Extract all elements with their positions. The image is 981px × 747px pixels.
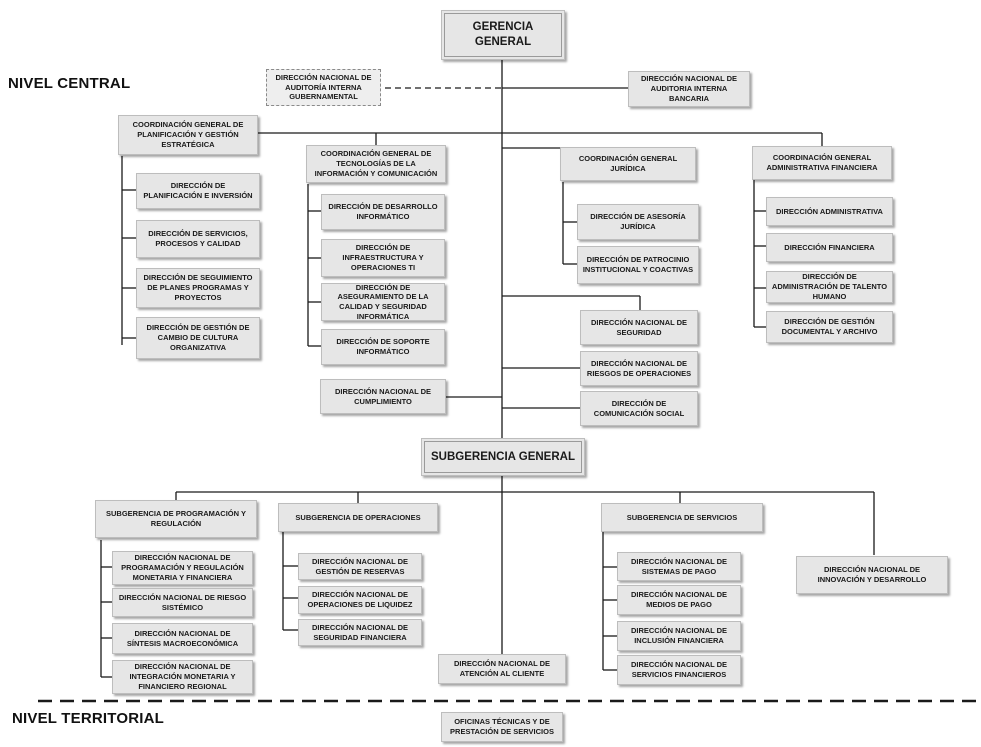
gerencia-general-box: GERENCIA GENERAL [441, 10, 565, 60]
subgerencia-servicios-box: SUBGERENCIA DE SERVICIOS [601, 503, 763, 532]
seguridad-box: DIRECCIÓN NACIONAL DE SEGURIDAD [580, 310, 698, 345]
servicios-item-box: DIRECCIÓN NACIONAL DE MEDIOS DE PAGO [617, 585, 741, 615]
planificacion-item-box: DIRECCIÓN DE GESTIÓN DE CAMBIO DE CULTUR… [136, 317, 260, 359]
oficinas-tecnicas-box: OFICINAS TÉCNICAS Y DE PRESTACIÓN DE SER… [441, 712, 563, 742]
innovacion-box: DIRECCIÓN NACIONAL DE INNOVACIÓN Y DESAR… [796, 556, 948, 594]
auditoria-bancaria-box: DIRECCIÓN NACIONAL DE AUDITORIA INTERNA … [628, 71, 750, 107]
programacion-item-box: DIRECCIÓN NACIONAL DE SÍNTESIS MACROECON… [112, 623, 253, 654]
coordinacion-tecnologias-box: COORDINACIÓN GENERAL DE TECNOLOGÍAS DE L… [306, 145, 446, 183]
tecnologias-item-box: DIRECCIÓN DE DESARROLLO INFORMÁTICO [321, 194, 445, 230]
servicios-item-box: DIRECCIÓN NACIONAL DE SERVICIOS FINANCIE… [617, 655, 741, 685]
planificacion-item-box: DIRECCIÓN DE PLANIFICACIÓN E INVERSIÓN [136, 173, 260, 209]
operaciones-item-box: DIRECCIÓN NACIONAL DE OPERACIONES DE LIQ… [298, 586, 422, 614]
planificacion-item-box: DIRECCIÓN DE SEGUIMIENTO DE PLANES PROGR… [136, 268, 260, 308]
administrativa-item-box: DIRECCIÓN FINANCIERA [766, 233, 893, 262]
administrativa-item-box: DIRECCIÓN DE GESTIÓN DOCUMENTAL Y ARCHIV… [766, 311, 893, 343]
level-label-central: NIVEL CENTRAL [8, 75, 131, 92]
level-label-territorial: NIVEL TERRITORIAL [12, 710, 165, 727]
tecnologias-item-box: DIRECCIÓN DE ASEGURAMIENTO DE LA CALIDAD… [321, 283, 445, 321]
juridica-item-box: DIRECCIÓN DE ASESORÍA JURÍDICA [577, 204, 699, 240]
coordinacion-administrativa-box: COORDINACIÓN GENERAL ADMINISTRATIVA FINA… [752, 146, 892, 180]
programacion-item-box: DIRECCIÓN NACIONAL DE PROGRAMACIÓN Y REG… [112, 551, 253, 585]
tecnologias-item-box: DIRECCIÓN DE SOPORTE INFORMÁTICO [321, 329, 445, 365]
planificacion-item-box: DIRECCIÓN DE SERVICIOS, PROCESOS Y CALID… [136, 220, 260, 258]
juridica-item-box: DIRECCIÓN DE PATROCINIO INSTITUCIONAL Y … [577, 246, 699, 284]
riesgos-operaciones-box: DIRECCIÓN NACIONAL DE RIESGOS DE OPERACI… [580, 351, 698, 386]
servicios-item-box: DIRECCIÓN NACIONAL DE SISTEMAS DE PAGO [617, 552, 741, 581]
cumplimiento-box: DIRECCIÓN NACIONAL DE CUMPLIMIENTO [320, 379, 446, 414]
comunicacion-social-box: DIRECCIÓN DE COMUNICACIÓN SOCIAL [580, 391, 698, 426]
operaciones-item-box: DIRECCIÓN NACIONAL DE SEGURIDAD FINANCIE… [298, 619, 422, 646]
programacion-item-box: DIRECCIÓN NACIONAL DE RIESGO SISTÉMICO [112, 588, 253, 617]
servicios-item-box: DIRECCIÓN NACIONAL DE INCLUSIÓN FINANCIE… [617, 621, 741, 651]
subgerencia-operaciones-box: SUBGERENCIA DE OPERACIONES [278, 503, 438, 532]
atencion-cliente-box: DIRECCIÓN NACIONAL DE ATENCIÓN AL CLIENT… [438, 654, 566, 684]
programacion-item-box: DIRECCIÓN NACIONAL DE INTEGRACIÓN MONETA… [112, 660, 253, 694]
administrativa-item-box: DIRECCIÓN DE ADMINISTRACIÓN DE TALENTO H… [766, 271, 893, 303]
administrativa-item-box: DIRECCIÓN ADMINISTRATIVA [766, 197, 893, 226]
subgerencia-programacion-box: SUBGERENCIA DE PROGRAMACIÓN Y REGULACIÓN [95, 500, 257, 538]
coordinacion-juridica-box: COORDINACIÓN GENERAL JURÍDICA [560, 147, 696, 181]
auditoria-gubernamental-box: DIRECCIÓN NACIONAL DE AUDITORÍA INTERNA … [266, 69, 381, 106]
subgerencia-general-box: SUBGERENCIA GENERAL [421, 438, 585, 476]
operaciones-item-box: DIRECCIÓN NACIONAL DE GESTIÓN DE RESERVA… [298, 553, 422, 580]
coordinacion-planificacion-box: COORDINACIÓN GENERAL DE PLANIFICACIÓN Y … [118, 115, 258, 155]
tecnologias-item-box: DIRECCIÓN DE INFRAESTRUCTURA Y OPERACION… [321, 239, 445, 277]
